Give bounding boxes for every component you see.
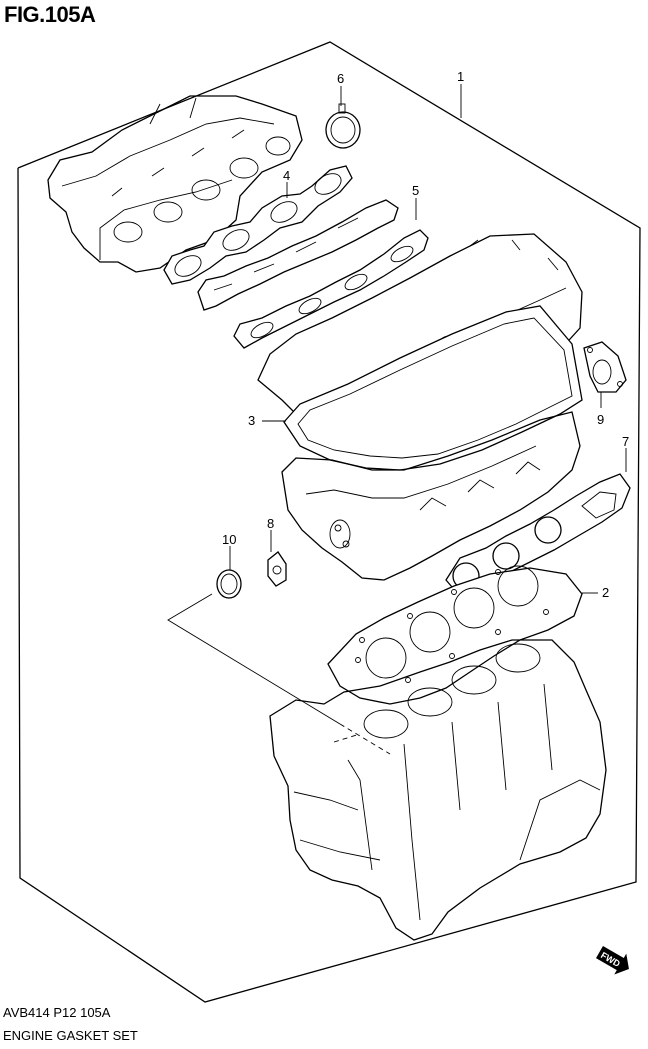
- throttle-body-gasket: [325, 103, 361, 149]
- callout-1: 1: [457, 69, 464, 84]
- callout-3: 3: [248, 413, 255, 428]
- assembly-guide-line: [167, 593, 391, 755]
- flange-gasket-small: [267, 551, 287, 587]
- callout-10: 10: [222, 532, 236, 547]
- exhaust-port-gasket-strip: [197, 199, 399, 311]
- figure-title: FIG.105A: [4, 2, 96, 27]
- figure-code: AVB414 P12 105A: [3, 1005, 111, 1020]
- callout-6: 6: [337, 71, 344, 86]
- leader-lines: [229, 84, 627, 594]
- cylinder-head-gasket: [327, 565, 583, 705]
- o-ring: [216, 569, 242, 599]
- callout-4: 4: [283, 168, 290, 183]
- fwd-arrow-icon: FWD: [596, 946, 629, 975]
- head-cover-gasket: [283, 305, 583, 471]
- cylinder-head: [281, 411, 581, 581]
- kit-boundary: [17, 41, 641, 1003]
- callout-5: 5: [412, 183, 419, 198]
- intake-manifold: [47, 95, 303, 273]
- callout-8: 8: [267, 516, 274, 531]
- callout-7: 7: [622, 434, 629, 449]
- exhaust-manifold-gasket: [445, 473, 631, 595]
- figure-name: ENGINE GASKET SET: [3, 1028, 138, 1043]
- callout-9: 9: [597, 412, 604, 427]
- cylinder-block: [269, 639, 607, 941]
- water-outlet-gasket: [583, 341, 627, 393]
- callout-2: 2: [602, 585, 609, 600]
- intake-port-gasket-strip: [233, 229, 429, 349]
- intake-manifold-gasket: [163, 165, 353, 285]
